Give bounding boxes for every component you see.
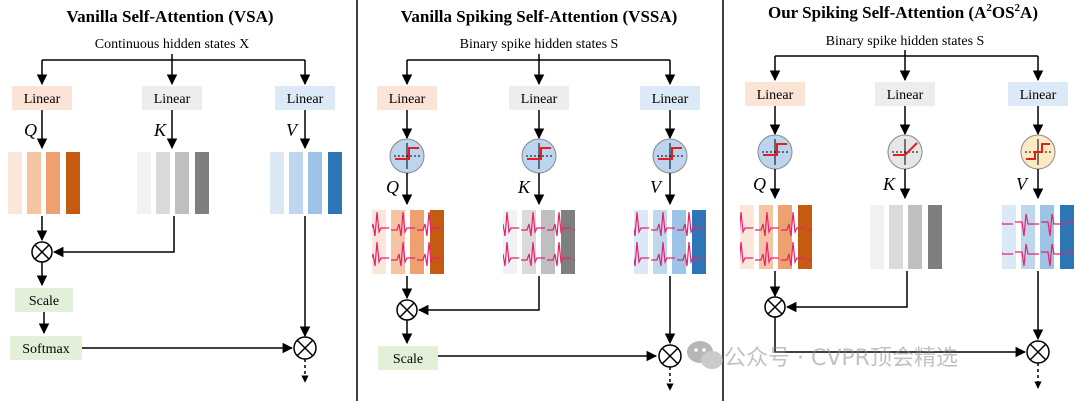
vssa-linear-k-box bbox=[509, 86, 569, 110]
a2os2a-multiply-qk bbox=[764, 296, 786, 318]
panel-vsa: Vanilla Self-Attention (VSA) Continuous … bbox=[8, 7, 342, 383]
a2os2a-multiply-v bbox=[1026, 340, 1050, 364]
a2os2a-linear-k-label: Linear bbox=[887, 88, 924, 103]
vssa-linear-v-box bbox=[640, 86, 700, 110]
vsa-q-bars bbox=[8, 152, 80, 214]
panel-vsa-subtitle: Continuous hidden states X bbox=[95, 37, 249, 52]
vssa-linear-q-box bbox=[377, 86, 437, 110]
panel-a2os2a-subtitle: Binary spike hidden states S bbox=[826, 34, 985, 49]
panel-a2os2a: Our Spiking Self-Attention (A2OS2A) Bina… bbox=[740, 2, 1074, 389]
panel-vssa: Vanilla Spiking Self-Attention (VSSA) Bi… bbox=[372, 7, 706, 391]
vssa-v-label: V bbox=[650, 177, 663, 197]
vssa-neuron-q-icon bbox=[389, 138, 425, 174]
watermark-text: 公众号 · CVPR顶会精选 bbox=[724, 346, 958, 371]
vssa-linear-v-label: Linear bbox=[652, 92, 689, 107]
vssa-k-bars bbox=[503, 210, 575, 274]
vsa-linear-q-box bbox=[12, 86, 72, 110]
vsa-v-label: V bbox=[286, 120, 299, 140]
a2os2a-linear-k-box bbox=[875, 82, 935, 106]
a2os2a-q-label: Q bbox=[753, 174, 766, 194]
vsa-multiply-v bbox=[293, 336, 317, 360]
a2os2a-k-label: K bbox=[882, 174, 896, 194]
vssa-neuron-k-icon bbox=[521, 138, 557, 174]
vssa-q-bars bbox=[372, 210, 444, 274]
a2os2a-linear-v-box bbox=[1008, 82, 1068, 106]
vssa-multiply-v bbox=[658, 344, 682, 368]
vsa-softmax-box bbox=[10, 336, 82, 360]
vssa-scale-label: Scale bbox=[393, 352, 423, 367]
a2os2a-k-bars bbox=[870, 205, 942, 269]
a2os2a-neuron-v-ternary-icon bbox=[1020, 134, 1056, 170]
a2os2a-neuron-k-relu-icon bbox=[887, 134, 923, 170]
vsa-scale-label: Scale bbox=[29, 294, 59, 309]
vsa-linear-v-label: Linear bbox=[287, 92, 324, 107]
panel-vssa-subtitle: Binary spike hidden states S bbox=[460, 37, 619, 52]
vssa-q-label: Q bbox=[386, 177, 399, 197]
vsa-k-label: K bbox=[153, 120, 167, 140]
vssa-k-label: K bbox=[517, 177, 531, 197]
panel-a2os2a-title: Our Spiking Self-Attention (A2OS2A) bbox=[768, 2, 1038, 22]
vssa-neuron-v-icon bbox=[652, 138, 688, 174]
vssa-scale-box bbox=[378, 346, 438, 370]
vssa-linear-q-label: Linear bbox=[389, 92, 426, 107]
a2os2a-v-bars bbox=[1002, 205, 1074, 269]
a2os2a-linear-v-label: Linear bbox=[1020, 88, 1057, 103]
vsa-k-bars bbox=[137, 152, 209, 214]
vssa-linear-k-label: Linear bbox=[521, 92, 558, 107]
panel-vssa-title: Vanilla Spiking Self-Attention (VSSA) bbox=[401, 7, 678, 26]
vsa-scale-box bbox=[15, 288, 73, 312]
a2os2a-q-bars bbox=[740, 205, 812, 269]
vsa-linear-k-box bbox=[142, 86, 202, 110]
vsa-linear-v-box bbox=[275, 86, 335, 110]
vsa-linear-k-label: Linear bbox=[154, 92, 191, 107]
vsa-multiply-qk bbox=[31, 241, 53, 263]
vssa-v-bars bbox=[634, 210, 706, 274]
a2os2a-linear-q-label: Linear bbox=[757, 88, 794, 103]
wechat-icon bbox=[687, 341, 723, 369]
vssa-multiply-qk bbox=[396, 299, 418, 321]
a2os2a-linear-q-box bbox=[745, 82, 805, 106]
panel-vsa-title: Vanilla Self-Attention (VSA) bbox=[66, 7, 273, 26]
vsa-softmax-label: Softmax bbox=[22, 342, 69, 357]
vsa-q-label: Q bbox=[24, 120, 37, 140]
a2os2a-v-label: V bbox=[1016, 174, 1029, 194]
a2os2a-neuron-q-icon bbox=[757, 134, 793, 170]
vsa-v-bars bbox=[270, 152, 342, 214]
vsa-linear-q-label: Linear bbox=[24, 92, 61, 107]
watermark: 公众号 · CVPR顶会精选 bbox=[687, 341, 958, 371]
